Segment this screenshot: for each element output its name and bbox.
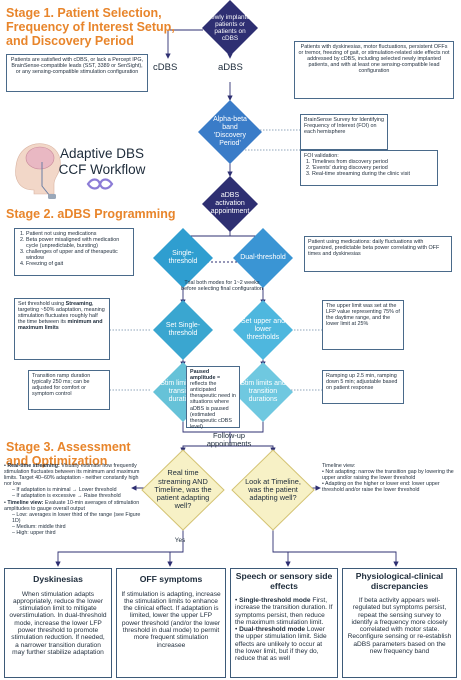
set-single-box: Set threshold using Streaming, targeting… — [14, 298, 110, 360]
left-notes: • Real-time streaming: Visually estimate… — [4, 463, 141, 537]
q-right-node-text: Look at Timeline, was the patient adapti… — [245, 476, 301, 503]
activation-node-text: aDBS activation appointment — [210, 192, 250, 215]
trial-note: Trial both modes for 1~2 weeks before se… — [181, 280, 263, 293]
stage1-title: Stage 1. Patient Selection, Frequency of… — [6, 6, 175, 48]
outcome-off-symptoms: OFF symptoms If stimulation is adapting,… — [116, 568, 226, 678]
adbs-criteria-box: Patients with dyskinesias, motor fluctua… — [294, 41, 454, 99]
single-criteria-box: Patient not using medications Beta power… — [14, 228, 134, 276]
paused-amplitude-box: Paused amplitude = reflects the anticipa… — [186, 366, 240, 430]
set-dual-box: The upper limit was set at the LFP value… — [322, 300, 404, 350]
start-diamond — [202, 0, 258, 56]
q-left-node-text: Real time streaming AND Timeline, was th… — [154, 468, 212, 511]
q-left-diamond — [141, 449, 225, 531]
yes-label: Yes — [174, 537, 186, 544]
outcome-dyskinesias: Dyskinesias When stimulation adapts appr… — [4, 568, 112, 678]
dual-diamond — [233, 228, 293, 288]
activation-diamond — [202, 176, 258, 232]
followup-label: Follow-up appointments — [206, 431, 252, 449]
set-single-node-text: Set Single-threshold — [165, 322, 201, 337]
cdbs-label: cDBS — [153, 62, 178, 73]
start-node-text: Newly implanted patients or patients on … — [206, 14, 254, 42]
set-dual-node-text: Set upper and lower thresholds — [241, 318, 285, 341]
stage2-title: Stage 2. aDBS Programming — [6, 207, 176, 221]
stim-left-node-text: Stim limits and transition durations — [160, 380, 206, 403]
set-single-diamond — [153, 300, 213, 360]
dual-criteria-box: Patient using medications: daily fluctua… — [304, 236, 452, 272]
single-node-text: Single-threshold — [168, 250, 198, 265]
adbs-label: aDBS — [218, 62, 243, 73]
transition-left-box: Transition ramp duration typically 250 m… — [28, 370, 110, 410]
infinity-icon — [86, 178, 114, 190]
stim-right-diamond — [233, 362, 293, 422]
alpha-diamond — [198, 100, 262, 164]
dual-node-text: Dual-threshold — [240, 254, 286, 262]
ramp-right-box: Ramping up 2.5 min, ramping down 5 min; … — [322, 370, 404, 404]
right-notes: Timeline view: • Not adapting: narrow th… — [322, 463, 454, 494]
foi-validation-box: FOI validation: Timelines from discovery… — [300, 150, 438, 186]
alpha-node-text: Alpha-beta band 'Discovery Period' — [213, 116, 247, 147]
single-diamond — [153, 228, 213, 288]
set-dual-diamond — [233, 300, 293, 360]
cdbs-criteria-box: Patients are satisfied with cDBS, or lac… — [6, 54, 148, 92]
outcome-speech-sensory: Speech or sensory side effects • Single-… — [230, 568, 338, 678]
stage3-title: Stage 3. Assessment and Optimization — [6, 440, 131, 468]
workflow-logo-text: Adaptive DBS CCF Workflow — [58, 146, 146, 177]
survey-box: BrainSense Survey for Identifying Freque… — [300, 114, 388, 150]
head-illustration — [15, 143, 61, 199]
stim-right-node-text: Stim limits and transition durations — [240, 380, 286, 403]
q-right-diamond — [231, 449, 315, 531]
outcome-physiological-discrepancies: Physiological-clinical discrepancies If … — [342, 568, 457, 678]
